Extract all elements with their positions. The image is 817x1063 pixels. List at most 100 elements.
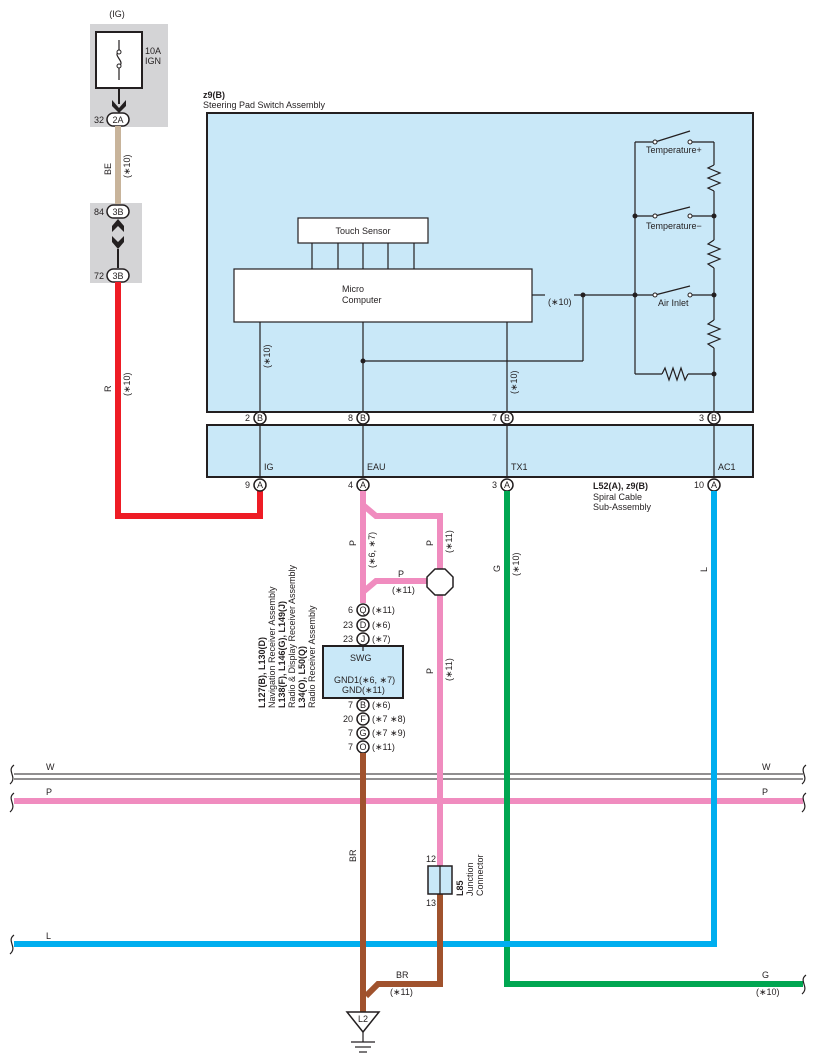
wire-be-note: (∗10) [122,154,132,178]
wire-p-eau-note: (∗6, ∗7) [367,532,377,568]
svg-text:10: 10 [694,480,704,490]
svg-text:Junction: Junction [465,862,475,896]
spiral-cable-pin-4: 10 A [694,478,721,492]
svg-text:L85: L85 [455,880,465,896]
svg-text:B: B [360,700,366,710]
wire-l [14,491,717,947]
svg-text:(∗6): (∗6) [372,700,391,710]
svg-text:A: A [360,480,366,490]
svg-text:(∗7 ∗8): (∗7 ∗8) [372,714,406,724]
svg-text:(∗11): (∗11) [372,605,395,615]
svg-text:7: 7 [348,728,353,738]
switch-air-inlet: Air Inlet [658,298,689,308]
wire-p-bus-label-right: P [762,787,768,797]
internal-note-mc: (∗10) [548,297,572,307]
jb-pin-mid [106,204,130,219]
splice-octagon [426,568,454,596]
ground-icon [351,1032,375,1053]
switch-temperature-minus: Temperature− [646,221,702,231]
steering-pad-id: z9(B) [203,90,225,100]
steering-pad-pin-3: 7 B [492,411,514,425]
terminal-ac1: AC1 [718,462,736,472]
wire-br-branch-label: BR [396,970,409,980]
svg-text:L34(O), L50(Q): L34(O), L50(Q) [297,646,307,708]
steering-pad-name: Steering Pad Switch Assembly [203,100,326,110]
receiver-swg: SWG [350,653,372,663]
micro-computer-line1: Micro [342,284,364,294]
internal-wiring [259,130,722,412]
wire-r-label: R [103,385,113,392]
wire-p-branch-lower [361,578,428,595]
svg-text:Connector: Connector [475,854,485,896]
splice-dots [360,213,717,377]
svg-text:6: 6 [348,605,353,615]
ground-triangle [345,1011,381,1034]
svg-text:(∗7): (∗7) [372,634,391,644]
fuse-circuit-label: (IG) [109,9,125,19]
jb-pin-bot-conn: 3B [112,271,123,281]
fuse-terminal-bottom [116,63,122,69]
receiver-top-pin-2: 23 D (∗6) [343,618,391,632]
wire-l-label: L [699,567,709,572]
svg-text:2: 2 [245,413,250,423]
jb-pin-bot-number: 72 [94,271,104,281]
svg-text:O: O [359,742,366,752]
wire-p-eau-label: P [348,540,358,546]
wire-p-bus-label-left: P [46,787,52,797]
wire-p-lower-note: (∗11) [392,585,415,595]
svg-text:D: D [360,620,367,630]
fuse-terminal-top [116,49,122,55]
svg-text:Navigation Receiver Assembly: Navigation Receiver Assembly [267,586,277,708]
svg-text:B: B [257,413,263,423]
svg-text:F: F [360,714,366,724]
terminal-ig: IG [264,462,274,472]
spiral-cable-id: L52(A), z9(B) [593,481,648,491]
wire-w-label-left: W [46,762,55,772]
svg-text:(∗11): (∗11) [372,742,395,752]
switch-temperature-plus: Temperature+ [646,145,702,155]
wire-br-branch-note: (∗11) [390,987,413,997]
svg-text:J: J [361,634,366,644]
switch-contacts [652,139,693,298]
ground-label: L2 [358,1014,368,1024]
receiver-top-pin-1: 6 Q (∗11) [348,603,395,617]
svg-text:23: 23 [343,620,353,630]
svg-text:A: A [257,480,263,490]
spiral-cable-pin-2: 4 A [348,478,370,492]
svg-text:7: 7 [348,700,353,710]
jb-pin-mid-conn: 3B [112,207,123,217]
wire-br-branch [363,894,443,999]
svg-text:(∗6): (∗6) [372,620,391,630]
svg-text:7: 7 [492,413,497,423]
svg-text:3: 3 [492,480,497,490]
break-marks [9,764,807,995]
connector-arrow-icon [112,219,124,232]
svg-text:(∗7 ∗9): (∗7 ∗9) [372,728,406,738]
wire-w-label-right: W [762,762,771,772]
receiver-bottom-pin-3: 7 G (∗7 ∗9) [348,726,406,740]
svg-text:8: 8 [348,413,353,423]
receiver-label: L127(B), L130(D) Navigation Receiver Ass… [257,564,317,708]
jb-pin-mid-number: 84 [94,207,104,217]
receiver-gnd1: GND1(∗6, ∗7) [334,675,395,685]
internal-note-tx1: (∗10) [509,370,519,394]
svg-text:B: B [360,413,366,423]
wire-p-lower-label: P [398,569,404,579]
svg-text:4: 4 [348,480,353,490]
wire-g-label: G [492,565,502,572]
svg-text:3: 3 [699,413,704,423]
wire-p-upper-label: P [425,540,435,546]
terminal-eau: EAU [367,462,386,472]
wire-br-label: BR [348,849,358,862]
svg-text:20: 20 [343,714,353,724]
svg-text:L127(B), L130(D): L127(B), L130(D) [257,637,267,708]
svg-text:L138(F), L146(G), L149(J): L138(F), L146(G), L149(J) [277,601,287,708]
wire-g-note: (∗10) [511,552,521,576]
receiver-bottom-pin-1: 7 B (∗6) [348,698,391,712]
svg-text:Radio & Display Receiver Assem: Radio & Display Receiver Assembly [287,564,297,708]
wire-l-bus-label: L [46,931,51,941]
wire-p-branch-upper [361,502,443,570]
svg-text:G: G [359,728,366,738]
connector-arrow-icon [112,100,126,113]
